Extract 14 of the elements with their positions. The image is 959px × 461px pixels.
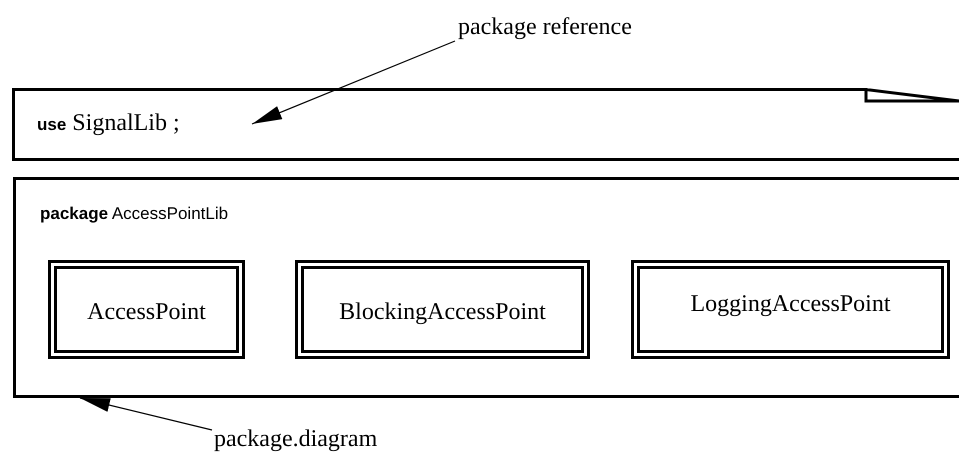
leader-line [252,40,456,125]
package-frame [13,177,959,398]
block-type-name: AccessPoint [86,299,207,326]
package-reference-text: use SignalLib ; [37,110,180,137]
text-symbol [12,88,959,161]
block-type-name: BlockingAccessPoint [338,299,547,326]
annotation-label: package reference [458,14,632,41]
annotation-label: package.diagram [214,426,378,453]
block-type-box [295,260,590,359]
block-type-box [631,260,950,359]
leader-line [80,397,212,431]
package-heading: package AccessPointLib [40,204,228,224]
block-type-box [48,260,245,359]
block-type-name: LoggingAccessPoint [690,291,892,318]
